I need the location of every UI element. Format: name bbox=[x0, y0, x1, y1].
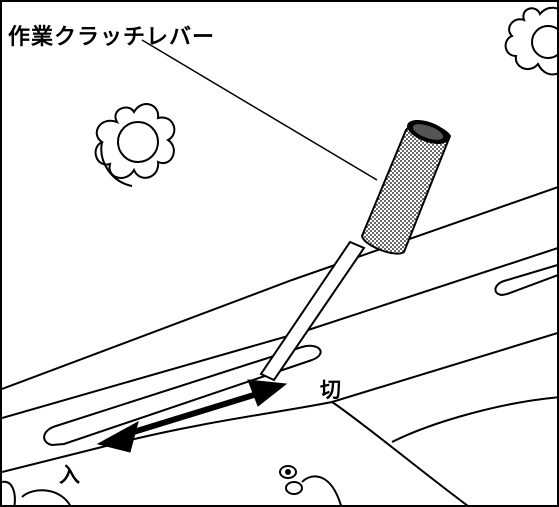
lever-icon[interactable] bbox=[259, 115, 452, 382]
double-arrow-icon bbox=[96, 379, 288, 453]
star-knob-left[interactable] bbox=[94, 103, 176, 187]
star-knob-right[interactable] bbox=[504, 6, 559, 76]
leader-line bbox=[141, 39, 378, 181]
machine-body-outline bbox=[2, 186, 557, 505]
lever-name-label: 作業クラッチレバー bbox=[8, 25, 216, 50]
on-position-label: 入 bbox=[59, 463, 80, 487]
upper-slot bbox=[494, 264, 557, 297]
lever-slot bbox=[43, 344, 322, 447]
bolt-icon bbox=[279, 465, 303, 495]
off-position-label: 切 bbox=[320, 378, 341, 402]
